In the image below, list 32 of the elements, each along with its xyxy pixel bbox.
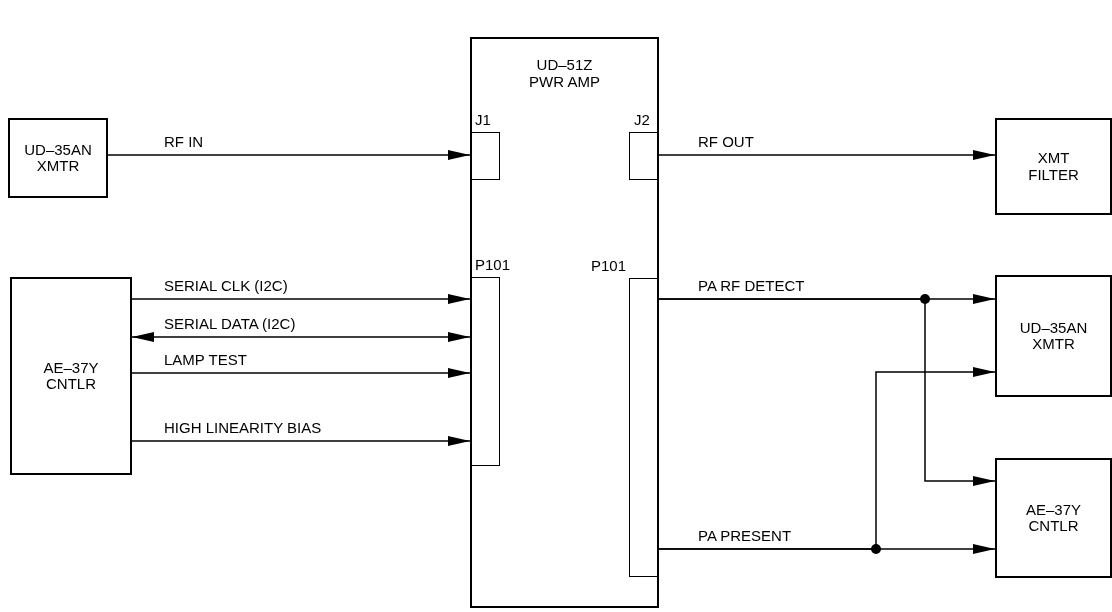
unit-box [8, 118, 108, 198]
edge-label: HIGH LINEARITY BIAS [163, 420, 323, 435]
unit-box [995, 458, 1112, 578]
unit-box [10, 277, 132, 475]
edge-label: SERIAL CLK (I2C) [163, 278, 289, 293]
signal-arrow [131, 332, 471, 342]
connector-label: P101 [590, 258, 626, 273]
edge-label: RF OUT [697, 134, 755, 149]
connector-label: J2 [634, 112, 650, 127]
unit-box [995, 118, 1112, 215]
unit-label: XMT FILTER [1027, 150, 1080, 183]
unit-label: UD–51Z PWR AMP [528, 57, 601, 90]
signal-arrow [658, 298, 996, 486]
edge-label: RF IN [163, 134, 205, 149]
unit-label: UD–35AN XMTR [23, 141, 93, 175]
signal-arrow [131, 436, 471, 446]
signal-arrow [131, 368, 471, 378]
edge-label: PA RF DETECT [697, 278, 806, 293]
edge-label: SERIAL DATA (I2C) [163, 316, 297, 331]
unit-label: UD–35AN XMTR [1018, 319, 1089, 353]
signal-arrow [131, 294, 471, 304]
connector-label: P101 [475, 257, 511, 272]
connector-label: J1 [475, 112, 491, 127]
signal-arrow [658, 367, 996, 550]
signal-arrow [107, 150, 471, 160]
edge-label: PA PRESENT [697, 528, 793, 543]
amplifier-box [470, 37, 659, 608]
unit-box [995, 275, 1112, 397]
unit-label: AE–37Y CNTLR [1024, 501, 1082, 535]
edge-label: LAMP TEST [163, 352, 248, 367]
signal-arrow [658, 150, 996, 160]
unit-label: AE–37Y CNTLR [42, 359, 100, 393]
